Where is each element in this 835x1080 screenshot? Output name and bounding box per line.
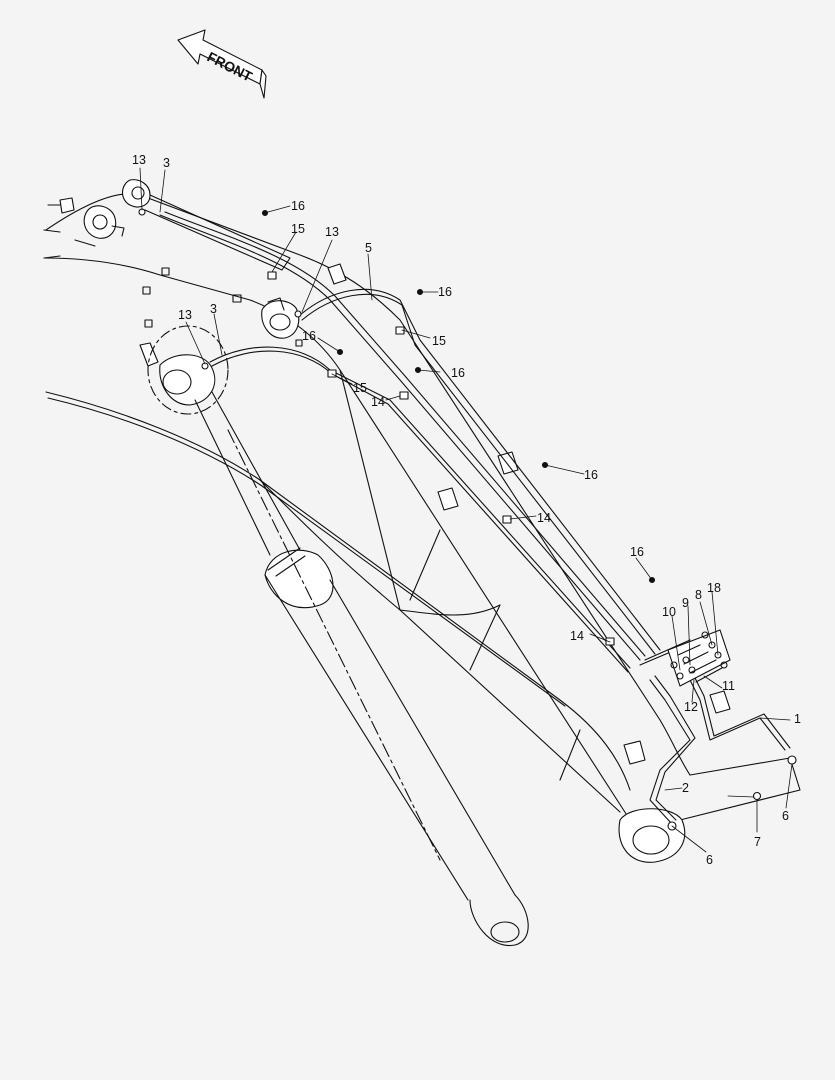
callout-14-c: 14 (570, 629, 584, 643)
valve-fittings (667, 629, 731, 687)
callout-6-b: 6 (782, 809, 789, 823)
clamps-and-bolts (138, 208, 797, 831)
callout-13-a: 13 (132, 153, 146, 167)
callout-9: 9 (682, 596, 689, 610)
callout-11: 11 (722, 679, 735, 693)
hydraulic-pipes (159, 211, 791, 825)
callout-13-c: 13 (178, 308, 192, 322)
callout-18: 18 (707, 581, 721, 595)
callout-3-a: 3 (163, 156, 170, 170)
callout-6-a: 6 (706, 853, 713, 867)
callout-16-e: 16 (584, 468, 598, 482)
callout-16-f: 16 (630, 545, 644, 559)
callout-14-a: 14 (371, 395, 385, 409)
callout-16-b: 16 (438, 285, 452, 299)
callout-3-b: 3 (210, 302, 217, 316)
callout-8: 8 (695, 588, 702, 602)
callout-14-b: 14 (537, 511, 551, 525)
callout-16-d: 16 (451, 366, 465, 380)
callout-7: 7 (754, 835, 761, 849)
callout-1: 1 (794, 712, 801, 726)
front-arrow-icon (177, 29, 267, 99)
callout-numbers: 13 3 16 15 13 5 16 13 3 16 15 16 14 15 1… (132, 153, 801, 867)
callout-10: 10 (662, 605, 676, 619)
boom-cylinder-pin (261, 297, 300, 339)
boom-structure (43, 193, 801, 863)
callout-15-c: 15 (353, 381, 367, 395)
leader-lines (139, 167, 793, 853)
callout-15-a: 15 (291, 222, 305, 236)
callout-16-c: 16 (302, 329, 316, 343)
callout-13-b: 13 (325, 225, 339, 239)
callout-5: 5 (365, 241, 372, 255)
callout-16-a: 16 (291, 199, 305, 213)
arm-cylinder (147, 325, 529, 947)
callout-2: 2 (682, 781, 689, 795)
mounting-pads (139, 263, 731, 765)
callout-15-b: 15 (432, 334, 446, 348)
callout-12: 12 (684, 700, 698, 714)
boom-head (47, 179, 291, 271)
